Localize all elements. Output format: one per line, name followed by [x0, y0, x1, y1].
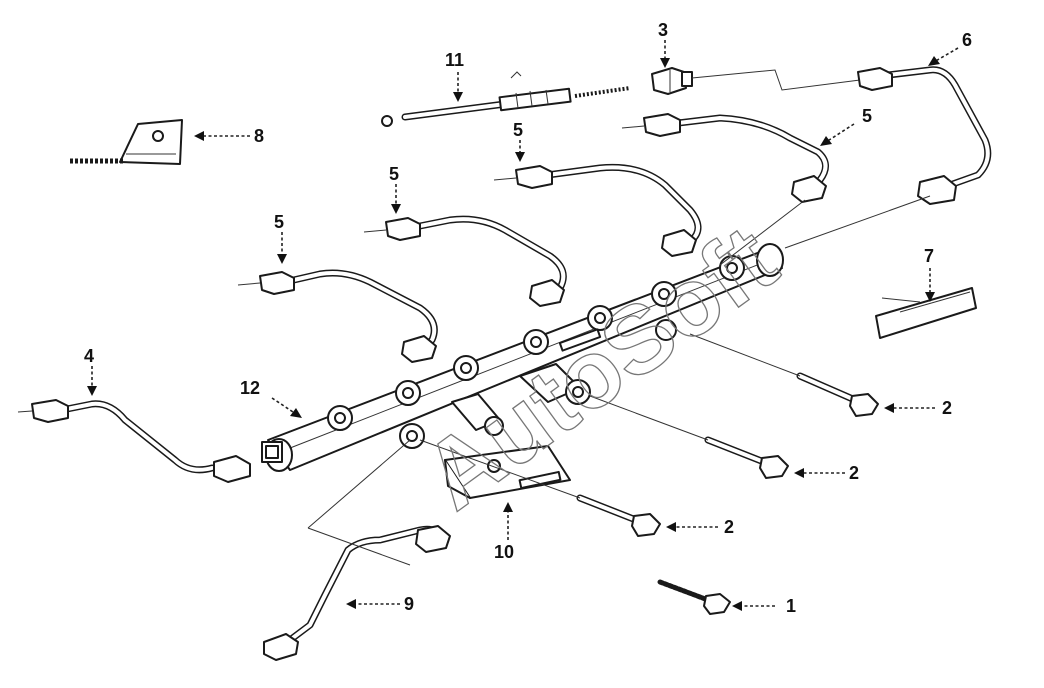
- part-12-rail-end-plug: [261, 441, 283, 463]
- callout-2a: 2: [942, 398, 952, 418]
- callout-2b: 2: [849, 463, 859, 483]
- callout-labels: 1 2 2 2 3 4 5 5 5 5 6 7 8 9 10 11 12: [84, 20, 972, 616]
- part-4-supply-line: [17, 399, 251, 483]
- part-9-return-line: [263, 439, 451, 661]
- part-5-injector-line-1: [237, 269, 438, 363]
- part-5-injector-line-2: [363, 215, 567, 307]
- callout-6: 6: [962, 30, 972, 50]
- part-11-sensor-rod: [381, 71, 631, 127]
- callout-4: 4: [84, 346, 94, 366]
- callout-5b: 5: [389, 164, 399, 184]
- callout-9: 9: [404, 594, 414, 614]
- part-8-bracket: [70, 119, 183, 165]
- rail-ports: [327, 255, 745, 431]
- callout-5d: 5: [862, 106, 872, 126]
- callout-12: 12: [240, 378, 260, 398]
- leader-lines: [87, 40, 959, 611]
- callout-2c: 2: [724, 517, 734, 537]
- rail-pressure-valves: [399, 319, 677, 449]
- part-1-small-bolt: [657, 579, 731, 615]
- callout-5a: 5: [274, 212, 284, 232]
- part-6-pressure-line: [857, 66, 992, 205]
- callout-7: 7: [924, 246, 934, 266]
- part-7-label-plate: [875, 287, 977, 339]
- callout-3: 3: [658, 20, 668, 40]
- part-3-to-6-reference-line: [691, 69, 861, 91]
- part-5-injector-line-4: [621, 113, 829, 203]
- part-5-injector-line-3: [493, 163, 702, 257]
- callout-5c: 5: [513, 120, 523, 140]
- callout-8: 8: [254, 126, 264, 146]
- callout-10: 10: [494, 542, 514, 562]
- part-2-bolt-middle: [589, 395, 789, 479]
- part-2-bolt-lower: [419, 439, 661, 537]
- callout-11: 11: [445, 50, 464, 70]
- callout-1: 1: [786, 596, 796, 616]
- part-2-bolt-upper: [689, 333, 879, 417]
- part-3-fitting: [651, 67, 693, 95]
